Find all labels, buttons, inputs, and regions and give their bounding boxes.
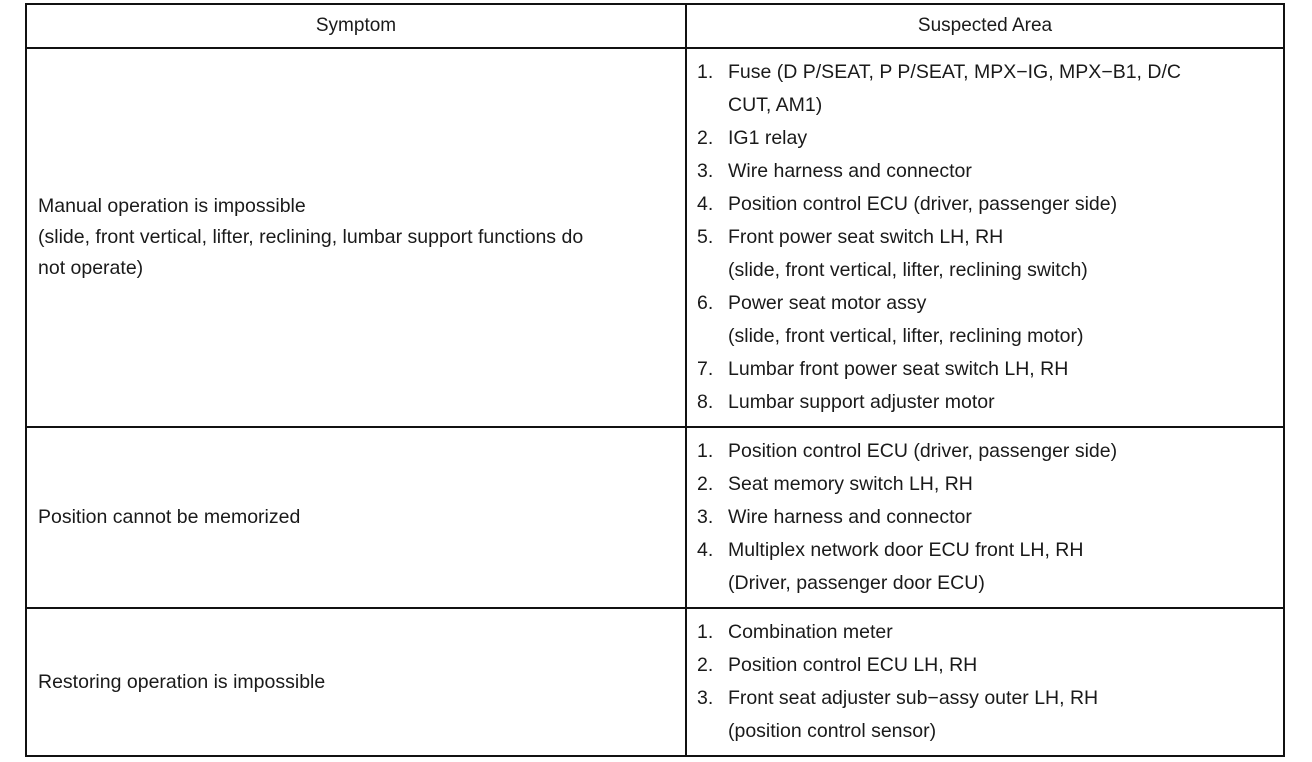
item-text: Lumbar front power seat switch LH, RH — [728, 358, 1069, 380]
item-text: (slide, front vertical, lifter, reclinin… — [728, 325, 1084, 347]
item-text: Fuse (D P/SEAT, P P/SEAT, MPX−IG, MPX−B1… — [728, 61, 1181, 83]
list-item: 5. Front power seat switch LH, RH (slide… — [697, 221, 1273, 287]
document-page: Symptom Suspected Area Manual operation … — [25, 3, 1285, 757]
item-text: Front power seat switch LH, RH — [728, 226, 1004, 248]
item-number: 3. — [697, 687, 714, 709]
list-item: 8. Lumbar support adjuster motor — [697, 386, 1273, 419]
item-number: 2. — [697, 127, 714, 149]
symptom-text: not operate) — [38, 257, 144, 279]
header-symptom: Symptom — [25, 3, 687, 49]
item-text: Position control ECU (driver, passenger … — [728, 440, 1118, 462]
list-item: 4. Multiplex network door ECU front LH, … — [697, 534, 1273, 600]
item-text: Lumbar support adjuster motor — [728, 391, 995, 413]
item-text: CUT, AM1) — [728, 94, 823, 116]
symptom-cell: Restoring operation is impossible — [25, 607, 687, 757]
item-text: (slide, front vertical, lifter, reclinin… — [728, 259, 1088, 281]
item-number: 4. — [697, 193, 714, 215]
item-text: Multiplex network door ECU front LH, RH — [728, 539, 1084, 561]
list-item: 2. IG1 relay — [697, 122, 1273, 155]
item-text: Position control ECU (driver, passenger … — [728, 193, 1118, 215]
item-number: 5. — [697, 226, 714, 248]
item-text: Position control ECU LH, RH — [728, 654, 978, 676]
item-text: Front seat adjuster sub−assy outer LH, R… — [728, 687, 1099, 709]
suspected-area-list: 1. Position control ECU (driver, passeng… — [697, 435, 1273, 600]
symptom-cell: Manual operation is impossible (slide, f… — [25, 47, 687, 428]
item-text: (position control sensor) — [728, 720, 937, 742]
item-number: 2. — [697, 654, 714, 676]
header-suspected-area: Suspected Area — [685, 3, 1285, 49]
list-item: 1. Combination meter — [697, 616, 1273, 649]
list-item: 3. Wire harness and connector — [697, 501, 1273, 534]
symptom-text: Restoring operation is impossible — [38, 670, 326, 693]
item-number: 4. — [697, 539, 714, 561]
suspected-area-cell: 1. Fuse (D P/SEAT, P P/SEAT, MPX−IG, MPX… — [685, 47, 1285, 428]
symptom-cell: Position cannot be memorized — [25, 426, 687, 609]
table-row: Position cannot be memorized 1. Position… — [25, 426, 1285, 609]
table-row: Restoring operation is impossible 1. Com… — [25, 607, 1285, 757]
list-item: 1. Position control ECU (driver, passeng… — [697, 435, 1273, 468]
list-item: 4. Position control ECU (driver, passeng… — [697, 188, 1273, 221]
list-item: 6. Power seat motor assy (slide, front v… — [697, 287, 1273, 353]
item-text: Combination meter — [728, 621, 893, 643]
item-text: (Driver, passenger door ECU) — [728, 572, 985, 594]
item-text: Seat memory switch LH, RH — [728, 473, 973, 495]
list-item: 2. Seat memory switch LH, RH — [697, 468, 1273, 501]
header-row: Symptom Suspected Area — [25, 3, 1285, 49]
suspected-area-cell: 1. Combination meter 2. Position control… — [685, 607, 1285, 757]
symptom-text: Manual operation is impossible — [38, 195, 306, 217]
item-text: Wire harness and connector — [728, 506, 972, 528]
item-text: Power seat motor assy — [728, 292, 927, 314]
item-text: IG1 relay — [728, 127, 808, 149]
item-number: 8. — [697, 391, 714, 413]
item-number: 1. — [697, 621, 714, 643]
suspected-area-list: 1. Combination meter 2. Position control… — [697, 616, 1273, 748]
suspected-area-cell: 1. Position control ECU (driver, passeng… — [685, 426, 1285, 609]
symptom-text: Position cannot be memorized — [38, 506, 301, 528]
table-row: Manual operation is impossible (slide, f… — [25, 47, 1285, 428]
item-number: 3. — [697, 160, 714, 182]
item-text: Wire harness and connector — [728, 160, 972, 182]
list-item: 1. Fuse (D P/SEAT, P P/SEAT, MPX−IG, MPX… — [697, 56, 1273, 122]
item-number: 1. — [697, 440, 714, 462]
symptom-table: Symptom Suspected Area Manual operation … — [25, 3, 1285, 757]
list-item: 7. Lumbar front power seat switch LH, RH — [697, 353, 1273, 386]
list-item: 2. Position control ECU LH, RH — [697, 649, 1273, 682]
item-number: 2. — [697, 473, 714, 495]
symptom-text: (slide, front vertical, lifter, reclinin… — [38, 226, 584, 248]
list-item: 3. Wire harness and connector — [697, 155, 1273, 188]
item-number: 6. — [697, 292, 714, 314]
item-number: 3. — [697, 506, 714, 528]
item-number: 7. — [697, 358, 714, 380]
suspected-area-list: 1. Fuse (D P/SEAT, P P/SEAT, MPX−IG, MPX… — [697, 56, 1273, 419]
list-item: 3. Front seat adjuster sub−assy outer LH… — [697, 682, 1273, 748]
item-number: 1. — [697, 61, 714, 83]
